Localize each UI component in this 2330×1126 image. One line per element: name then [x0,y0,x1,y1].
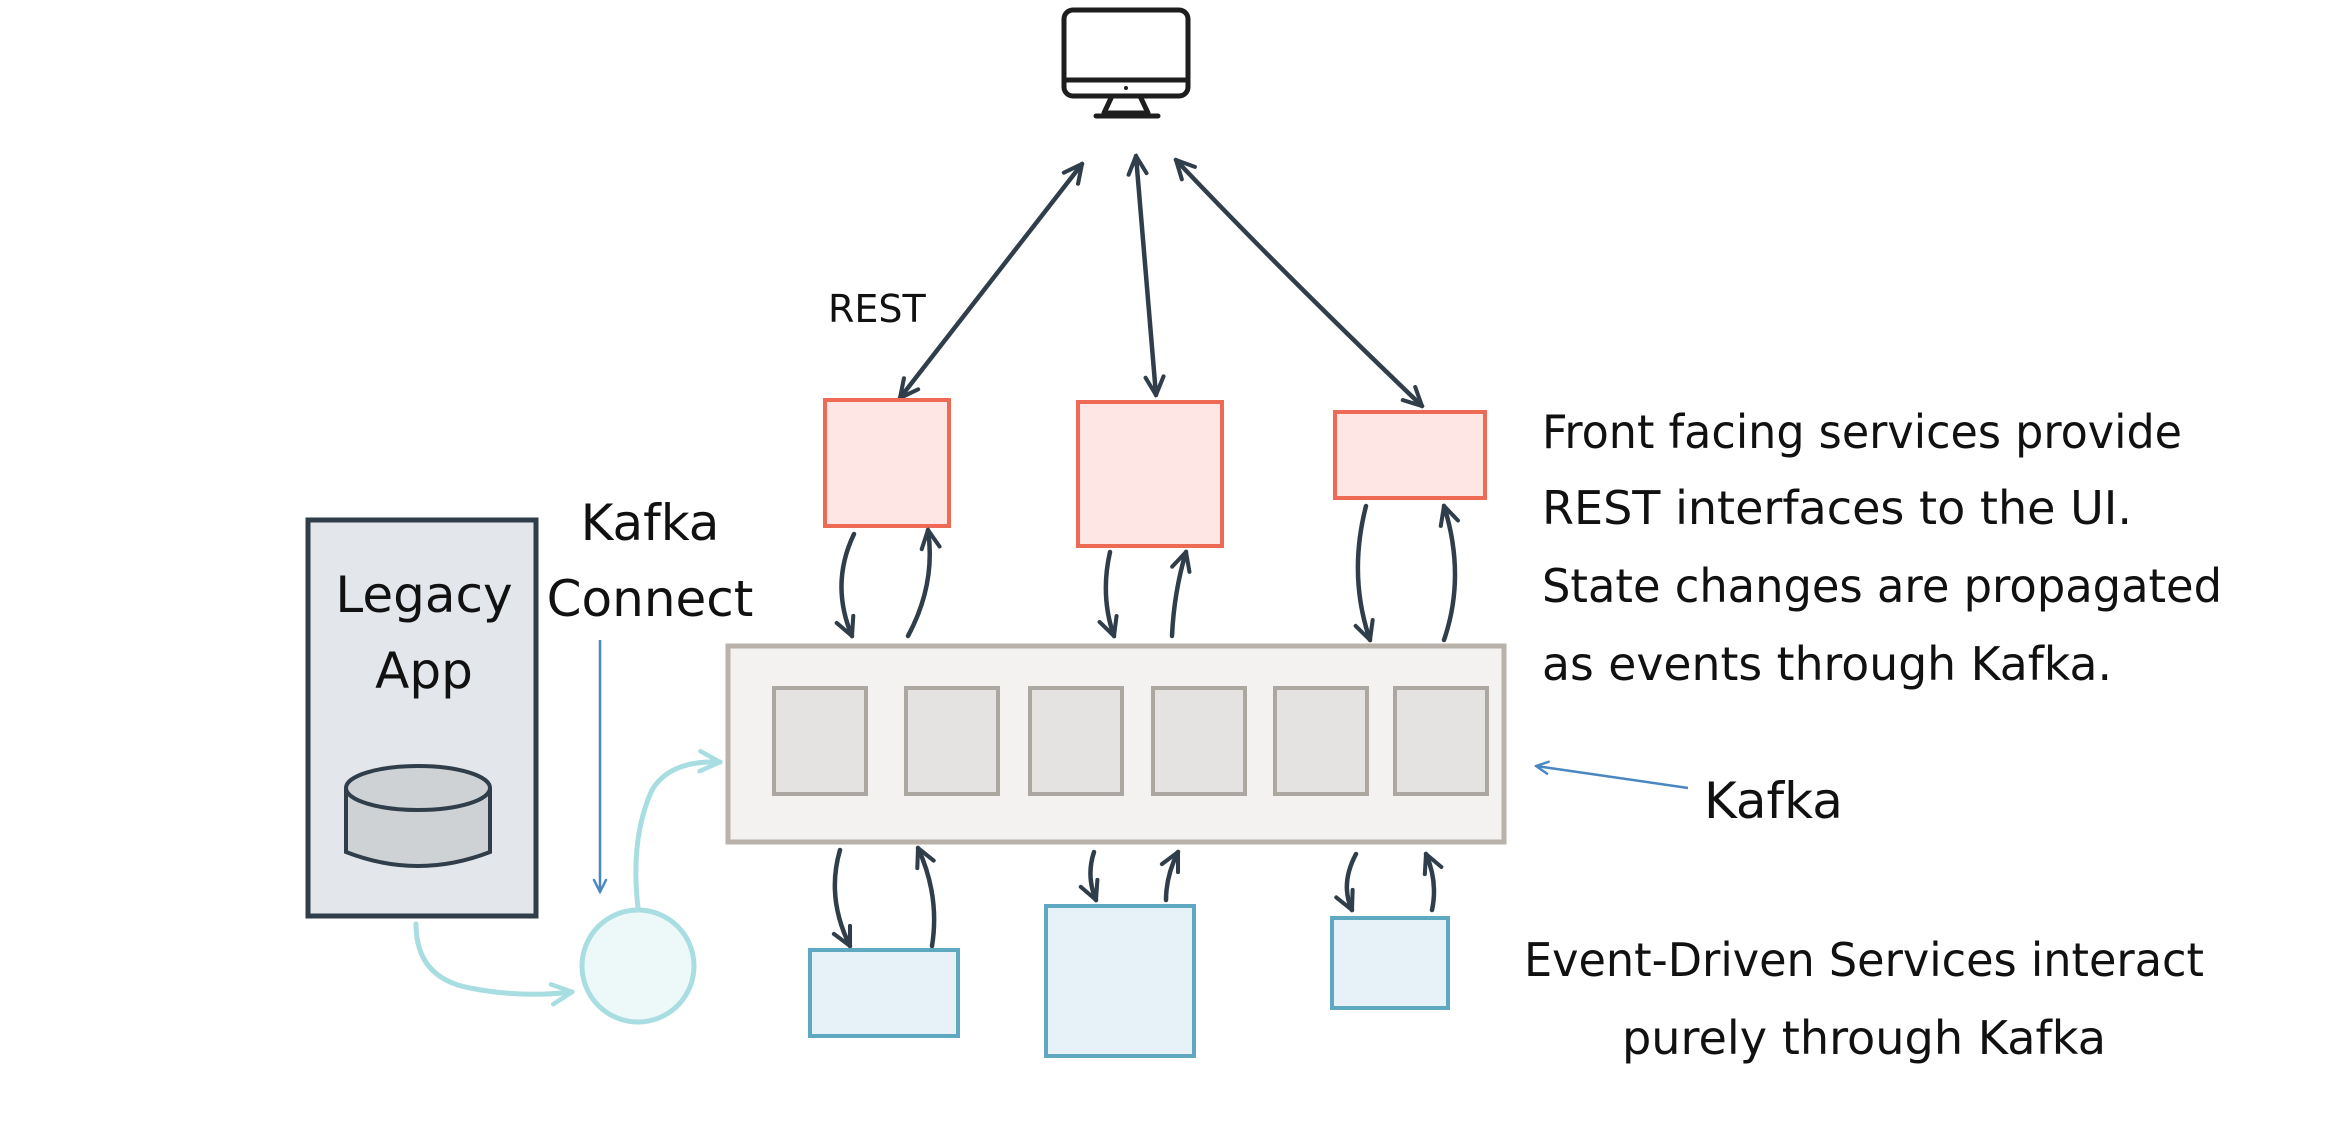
legacy-app-label-line2: App [375,642,473,700]
front-desc-line: State changes are propagated [1542,559,2222,613]
front-desc-line: REST interfaces to the UI. [1542,481,2132,535]
kafka-partition [904,686,1000,796]
rest-arrows [900,156,1422,406]
event-service-box [808,948,960,1038]
kafka-pointer [1536,766,1689,790]
database-icon [344,764,492,868]
kafka-partition [1151,686,1247,796]
front-service-box [823,398,951,528]
monitor-icon [1061,7,1191,119]
front-services [823,398,1487,548]
kafka-partition [1028,686,1124,796]
kafka-label: Kafka [1704,772,1843,830]
kafka-event-arrows [835,848,1434,946]
legacy-app: Legacy App [305,517,539,919]
event-services-description: Event-Driven Services interact purely th… [1524,933,2204,1065]
front-desc-line: as events through Kafka. [1542,637,2112,691]
kafka-cluster [725,643,1507,845]
front-services-description: Front facing services provide REST inter… [1542,405,2222,691]
kafka-connect-label-line1: Kafka [581,494,720,552]
event-service-box [1330,916,1450,1010]
connect-to-kafka-arrow [633,762,720,911]
event-desc-line: Event-Driven Services interact [1524,933,2204,987]
rest-label: REST [828,287,927,331]
connector-circle [579,907,697,1025]
kafka-partition [1273,686,1369,796]
front-service-box [1333,410,1487,500]
kafka-partition [1393,686,1489,796]
front-desc-line: Front facing services provide [1542,405,2182,459]
legacy-to-connect-arrow [413,921,572,994]
event-service-box [1044,904,1196,1058]
front-kafka-arrows [841,506,1455,640]
event-desc-line: purely through Kafka [1622,1011,2106,1065]
kafka-connect-label-line2: Connect [547,570,754,628]
front-service-box [1076,400,1224,548]
kafka-partition [772,686,868,796]
legacy-app-label-line1: Legacy [335,566,512,624]
event-driven-services [808,904,1450,1058]
